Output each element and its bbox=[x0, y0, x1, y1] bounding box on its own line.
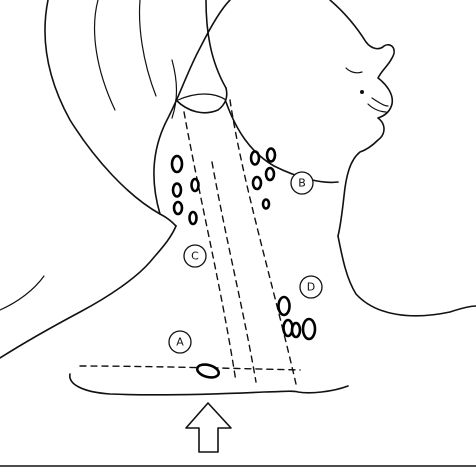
lymph-node bbox=[266, 168, 274, 180]
face-profile bbox=[330, 0, 394, 236]
lymph-node bbox=[192, 179, 199, 191]
lymph-node-group-A bbox=[196, 362, 220, 379]
label-D: D bbox=[300, 276, 322, 298]
lymph-node bbox=[267, 149, 275, 162]
lymph-node bbox=[263, 200, 269, 209]
lymph-node-group-D bbox=[279, 297, 316, 339]
lymph-node bbox=[174, 202, 182, 214]
label-B-text: B bbox=[298, 177, 306, 190]
head-wrap bbox=[45, 0, 230, 226]
lymph-node bbox=[172, 156, 182, 172]
label-C-text: C bbox=[191, 250, 199, 263]
lymph-node bbox=[279, 297, 290, 315]
lymph-node bbox=[251, 152, 259, 165]
lymph-node bbox=[292, 323, 300, 337]
lymph-node bbox=[173, 184, 181, 197]
label-D-text: D bbox=[307, 281, 315, 294]
lymph-node bbox=[196, 362, 220, 379]
lymph-node bbox=[190, 212, 197, 224]
label-C: C bbox=[184, 245, 206, 267]
lymph-node bbox=[303, 319, 315, 339]
lymph-node bbox=[253, 177, 261, 189]
up-arrow-icon bbox=[186, 403, 231, 452]
label-B: B bbox=[291, 172, 313, 194]
label-A: A bbox=[169, 331, 191, 353]
lip-mark bbox=[360, 90, 364, 94]
label-A-text: A bbox=[176, 336, 184, 349]
